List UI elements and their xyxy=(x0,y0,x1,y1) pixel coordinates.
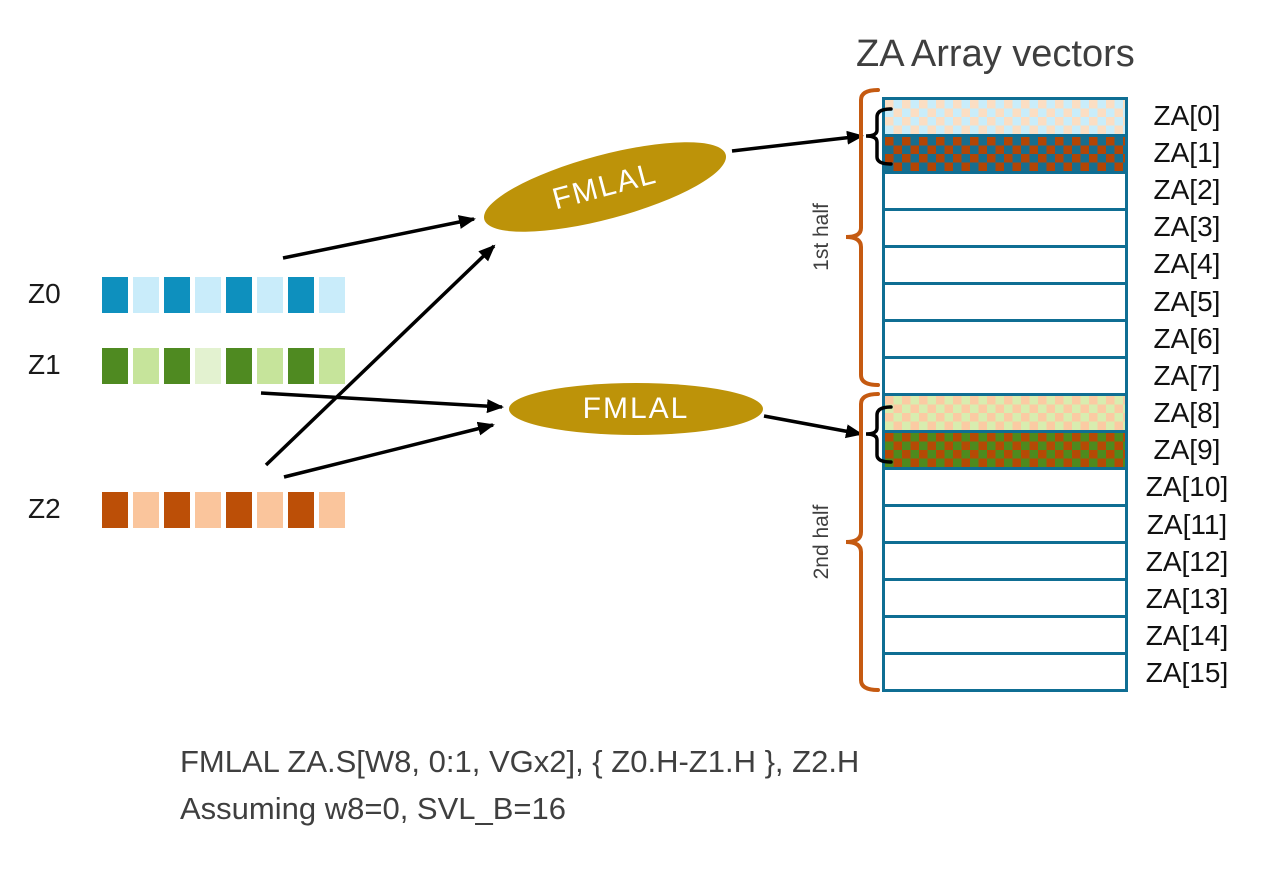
instruction-text: FMLAL ZA.S[W8, 0:1, VGx2], { Z0.H-Z1.H }… xyxy=(180,744,860,779)
za-row xyxy=(885,322,1125,359)
first-half-label: 1st half xyxy=(810,203,833,271)
register-square xyxy=(195,277,221,313)
register-square xyxy=(288,348,314,384)
za-row-label: ZA[3] xyxy=(1153,211,1221,243)
register-square xyxy=(133,492,159,528)
brace-first-half xyxy=(845,88,880,387)
za-row-label: ZA[5] xyxy=(1153,285,1221,317)
second-half-label: 2nd half xyxy=(810,504,833,580)
register-square xyxy=(164,348,190,384)
za-row-label: ZA[2] xyxy=(1153,173,1221,205)
brace-second-half xyxy=(845,392,880,692)
za-row-label: ZA[10] xyxy=(1145,471,1229,503)
fmlal-label-1: FMLAL xyxy=(549,156,661,217)
za-row xyxy=(885,359,1125,396)
za-row xyxy=(885,174,1125,211)
register-square xyxy=(195,492,221,528)
za-row-label: ZA[7] xyxy=(1153,359,1221,391)
za-row xyxy=(885,655,1125,689)
za-row xyxy=(885,581,1125,618)
za-row xyxy=(885,137,1125,174)
fmlal-ellipse-2: FMLAL xyxy=(509,383,763,435)
register-square xyxy=(133,348,159,384)
register-square xyxy=(257,348,283,384)
register-square xyxy=(319,348,345,384)
register-label-z2: Z2 xyxy=(28,493,61,524)
register-square xyxy=(226,348,252,384)
za-row xyxy=(885,470,1125,507)
za-row-label: ZA[6] xyxy=(1153,322,1221,354)
register-label-z0: Z0 xyxy=(28,278,61,309)
register-square xyxy=(257,277,283,313)
za-row xyxy=(885,396,1125,433)
register-square xyxy=(102,277,128,313)
register-square xyxy=(195,348,221,384)
za-labels: ZA[0] ZA[1] ZA[2] ZA[3] ZA[4] ZA[5] ZA[6] ZA[7]… xyxy=(1132,97,1242,692)
register-squares-z2 xyxy=(102,492,345,528)
register-square xyxy=(257,492,283,528)
register-label-z1: Z1 xyxy=(28,349,61,380)
assumption-text: Assuming w8=0, SVL_B=16 xyxy=(180,791,567,826)
arrow-z1-to-fmlal2 xyxy=(260,391,504,414)
za-row xyxy=(885,100,1125,137)
za-row-label: ZA[8] xyxy=(1153,397,1221,429)
register-squares-z1 xyxy=(102,348,345,384)
za-row-label: ZA[4] xyxy=(1153,248,1221,280)
register-squares-z0 xyxy=(102,277,345,313)
register-square xyxy=(226,492,252,528)
za-row xyxy=(885,211,1125,248)
register-square xyxy=(102,348,128,384)
register-square xyxy=(226,277,252,313)
za-array-title: ZA Array vectors xyxy=(856,33,1135,75)
za-row xyxy=(885,507,1125,544)
za-row xyxy=(885,248,1125,285)
arrow-z2-to-fmlal2 xyxy=(283,421,495,479)
za-row-label: ZA[14] xyxy=(1145,620,1229,652)
za-rows xyxy=(882,97,1128,692)
arrow-fmlal2-to-za89 xyxy=(763,414,863,439)
register-square xyxy=(288,492,314,528)
za-row-label: ZA[15] xyxy=(1145,657,1229,689)
register-square xyxy=(164,492,190,528)
register-square xyxy=(133,277,159,313)
za-row xyxy=(885,618,1125,655)
register-square xyxy=(102,492,128,528)
fmlal-ellipse-1: FMLAL xyxy=(475,123,735,251)
za-row-label: ZA[9] xyxy=(1153,434,1221,466)
register-square xyxy=(164,277,190,313)
za-row xyxy=(885,433,1125,470)
arrow-z0-to-fmlal1 xyxy=(282,215,476,260)
register-square xyxy=(319,492,345,528)
za-row-label: ZA[12] xyxy=(1145,545,1229,577)
za-row-label: ZA[1] xyxy=(1153,136,1221,168)
za-row-label: ZA[13] xyxy=(1145,583,1229,615)
za-row xyxy=(885,544,1125,581)
register-square xyxy=(288,277,314,313)
fmlal-label-2: FMLAL xyxy=(582,392,690,425)
za-row-label: ZA[0] xyxy=(1153,99,1221,131)
za-row-label: ZA[11] xyxy=(1146,508,1228,540)
za-row xyxy=(885,285,1125,322)
register-square xyxy=(319,277,345,313)
arrow-fmlal1-to-za01 xyxy=(731,130,864,153)
